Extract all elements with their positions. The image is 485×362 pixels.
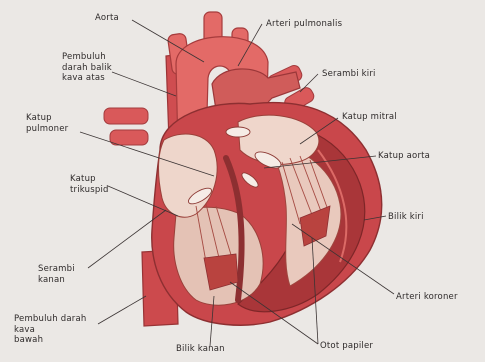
label-right-atrium: Serambi kanan <box>38 264 75 285</box>
label-inferior-vena-cava: Pembuluh darah kava bawah <box>14 314 86 346</box>
label-left-atrium: Serambi kiri <box>322 69 376 80</box>
label-tricuspid-valve: Katup trikuspid <box>70 174 109 195</box>
label-mitral-valve: Katup mitral <box>342 112 397 123</box>
label-pulmonary-valve: Katup pulmoner <box>26 113 68 134</box>
label-superior-vena-cava: Pembuluh darah balik kava atas <box>62 52 112 84</box>
label-coronary-artery: Arteri koroner <box>396 292 458 303</box>
label-left-ventricle: Bilik kiri <box>388 212 424 223</box>
label-right-ventricle: Bilik kanan <box>176 344 225 355</box>
label-pulmonary-artery: Arteri pulmonalis <box>266 19 342 30</box>
label-aortic-valve: Katup aorta <box>378 151 430 162</box>
label-papillary-muscle: Otot papiler <box>320 341 373 352</box>
label-aorta: Aorta <box>95 13 119 24</box>
